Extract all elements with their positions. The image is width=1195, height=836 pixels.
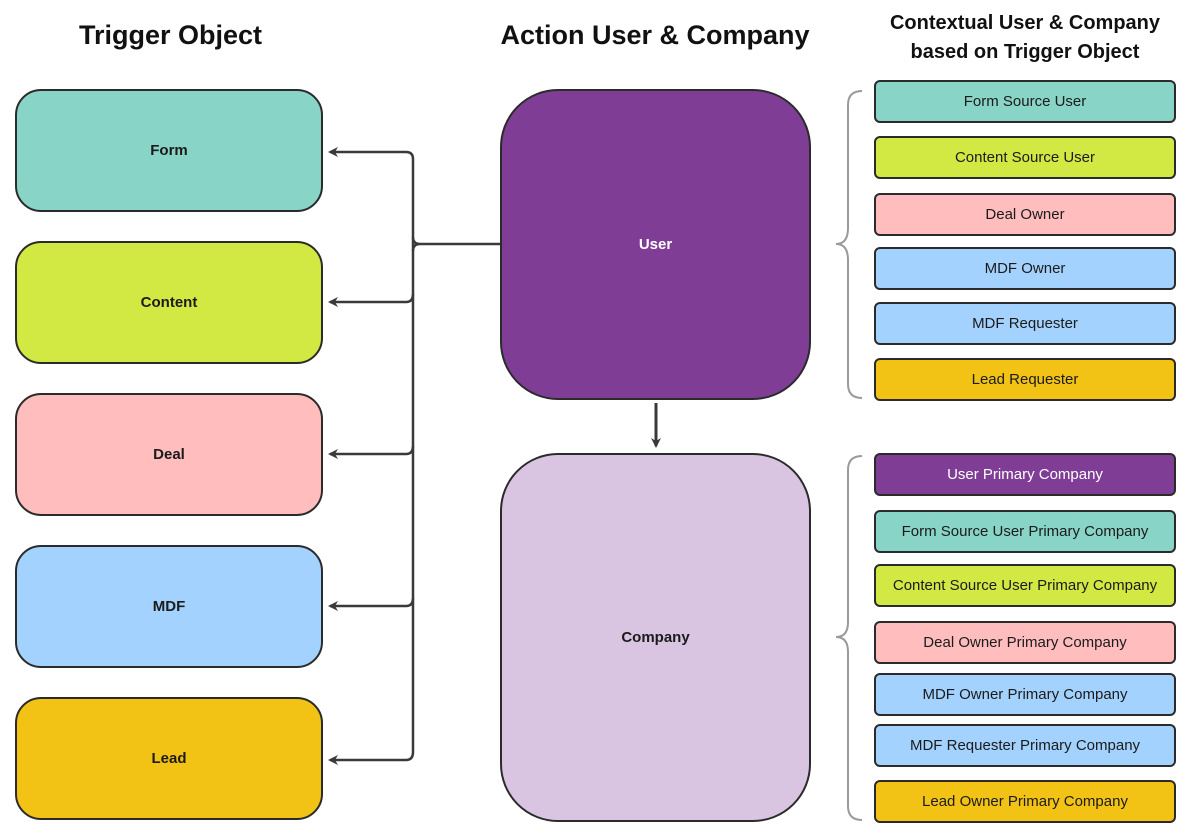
- trigger-content: Content: [15, 241, 323, 364]
- user-context-mdf-requester: MDF Requester: [874, 302, 1176, 345]
- user-context-brace: [835, 90, 863, 399]
- company-context-label: MDF Requester Primary Company: [909, 737, 1141, 754]
- action-company: Company: [500, 453, 811, 822]
- company-context-label: Lead Owner Primary Company: [922, 793, 1128, 810]
- company-context-label: Content Source User Primary Company: [892, 577, 1158, 594]
- contextual-heading-line-2: based on Trigger Object: [910, 41, 1140, 63]
- contextual-heading: Contextual User & Company based on Trigg…: [860, 9, 1190, 67]
- trigger-deal: Deal: [15, 393, 323, 516]
- company-context-label: User Primary Company: [947, 466, 1103, 483]
- curve-join: [411, 236, 421, 252]
- company-context-mdf-requester: MDF Requester Primary Company: [874, 724, 1176, 767]
- user-context-label: Content Source User: [954, 149, 1096, 166]
- trigger-deal-label: Deal: [153, 446, 185, 463]
- arrow-to-content: [328, 293, 415, 307]
- action-heading: Action User & Company: [500, 20, 810, 50]
- trigger-mdf: MDF: [15, 545, 323, 668]
- company-context-label: Deal Owner Primary Company: [923, 634, 1127, 651]
- company-context-user-primary: User Primary Company: [874, 453, 1176, 496]
- company-context-lead-owner: Lead Owner Primary Company: [874, 780, 1176, 823]
- company-context-label: MDF Owner Primary Company: [922, 686, 1128, 703]
- action-user-label: User: [638, 236, 673, 253]
- action-company-label: Company: [621, 629, 690, 646]
- arrow-to-lead: [328, 751, 415, 765]
- company-context-deal-owner: Deal Owner Primary Company: [874, 621, 1176, 664]
- user-context-mdf-owner: MDF Owner: [874, 247, 1176, 290]
- company-context-label: Form Source User Primary Company: [901, 523, 1149, 540]
- trigger-content-label: Content: [140, 294, 198, 311]
- user-context-label: MDF Requester: [972, 315, 1078, 332]
- user-context-label: MDF Owner: [984, 260, 1066, 277]
- user-context-label: Deal Owner: [985, 206, 1065, 223]
- trigger-form-label: Form: [150, 142, 188, 159]
- trigger-form: Form: [15, 89, 323, 212]
- company-context-content-source: Content Source User Primary Company: [874, 564, 1176, 607]
- user-context-deal-owner: Deal Owner: [874, 193, 1176, 236]
- trigger-lead-label: Lead: [151, 750, 187, 767]
- user-context-form-source-user: Form Source User: [874, 80, 1176, 123]
- company-context-brace: [835, 455, 863, 821]
- user-context-content-source-user: Content Source User: [874, 136, 1176, 179]
- trigger-lead: Lead: [15, 697, 323, 820]
- arrow-to-form: [328, 147, 415, 160]
- contextual-heading-line-1: Contextual User & Company: [889, 12, 1161, 34]
- arrow-to-mdf: [328, 597, 415, 611]
- company-context-mdf-owner: MDF Owner Primary Company: [874, 673, 1176, 716]
- user-context-lead-requester: Lead Requester: [874, 358, 1176, 401]
- trigger-object-heading: Trigger Object: [78, 20, 263, 50]
- user-context-label: Form Source User: [963, 93, 1087, 110]
- arrow-to-deal: [328, 445, 415, 459]
- company-context-form-source: Form Source User Primary Company: [874, 510, 1176, 553]
- user-context-label: Lead Requester: [971, 371, 1079, 388]
- action-user: User: [500, 89, 811, 400]
- trigger-mdf-label: MDF: [152, 598, 186, 615]
